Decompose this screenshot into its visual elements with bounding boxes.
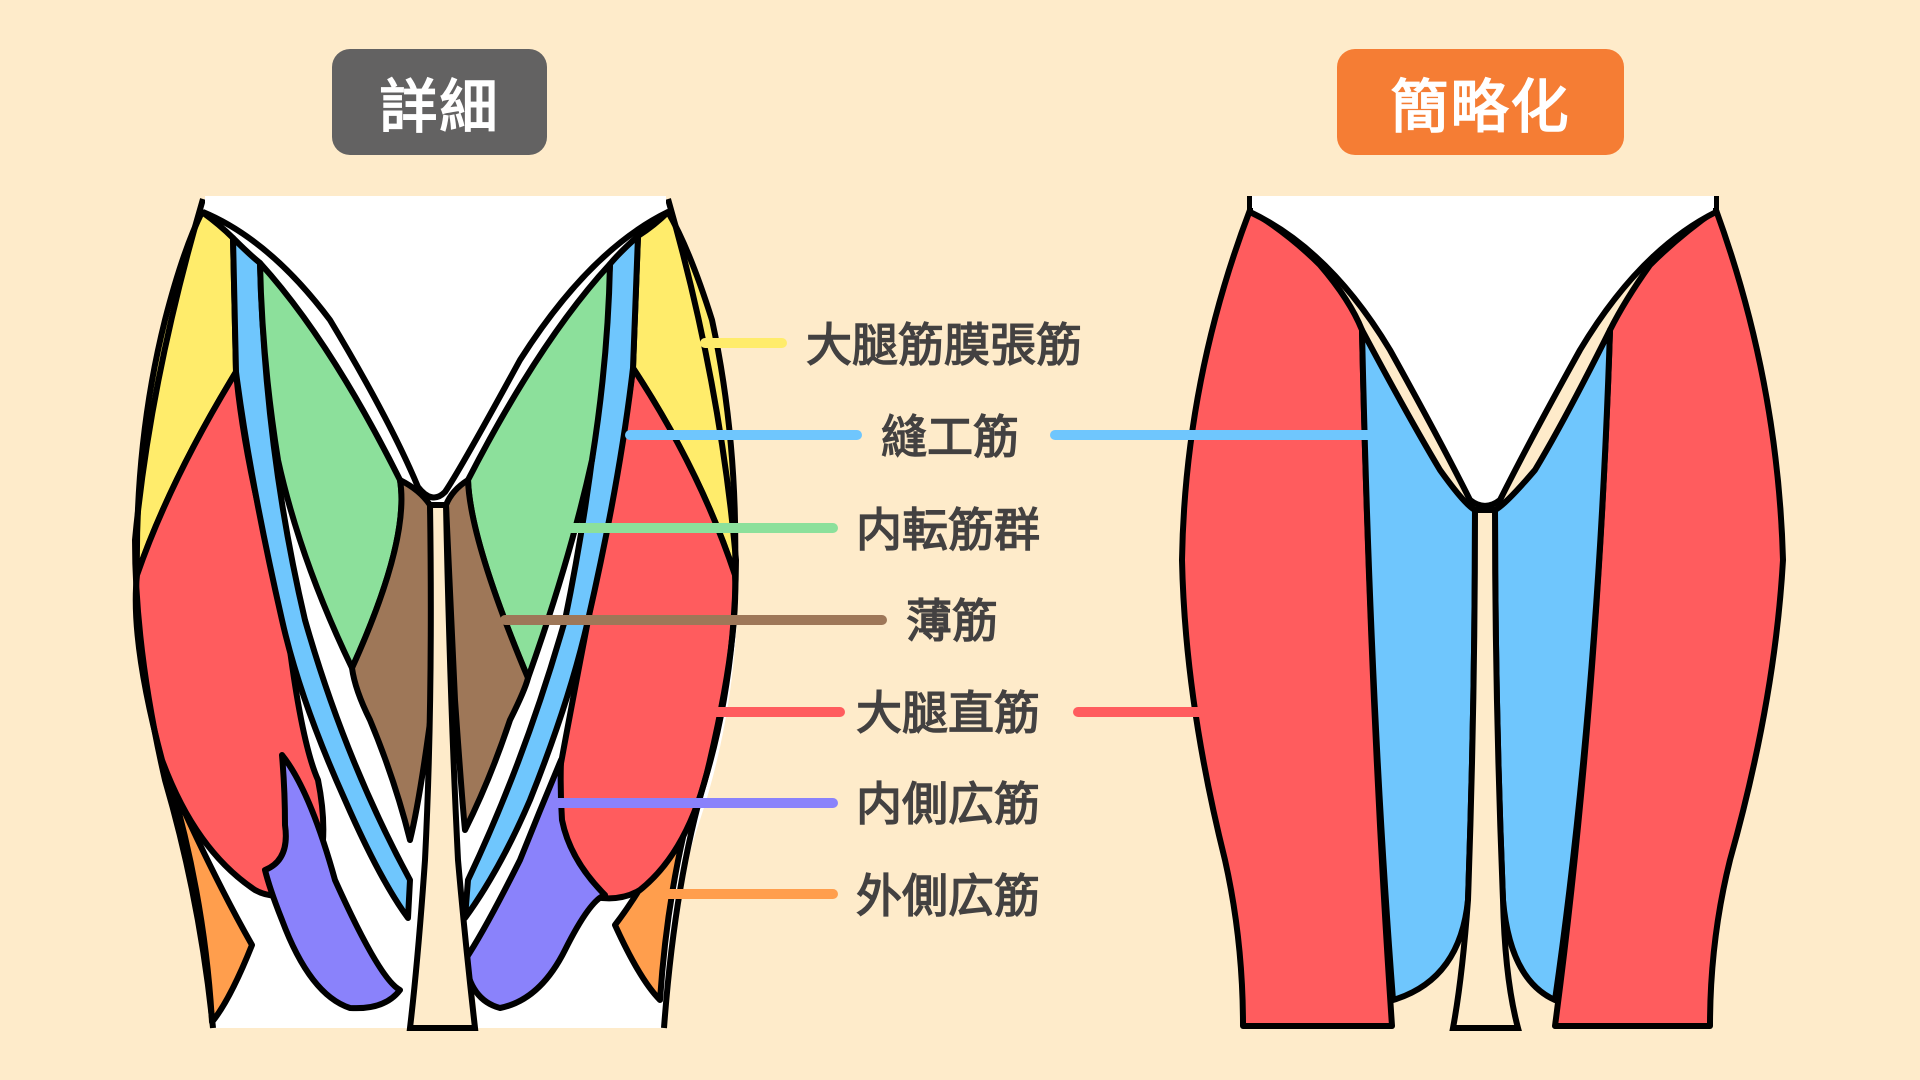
simple-quads-right bbox=[1552, 207, 1786, 1029]
detail-silhouette-outline bbox=[131, 198, 216, 1029]
detail-top-band bbox=[205, 196, 666, 208]
detail-silhouette-outline-right bbox=[661, 198, 740, 1029]
label-vastus-lateralis: 外側広筋 bbox=[856, 869, 1040, 923]
simple-quads-left bbox=[1179, 207, 1395, 1029]
detail-header-text: 詳細 bbox=[379, 73, 500, 141]
detail-header-badge: 詳細 bbox=[332, 49, 547, 155]
simple-crotch bbox=[1247, 196, 1719, 509]
label-gracilis: 薄筋 bbox=[906, 594, 998, 648]
detail-vastus-medialis-left bbox=[262, 752, 403, 1012]
simplified-thigh-figure bbox=[205, 196, 1786, 1031]
simple-top-band bbox=[1252, 196, 1714, 208]
detailed-thigh-figure bbox=[131, 198, 740, 1031]
label-tensor-fasciae-latae: 大腿筋膜張筋 bbox=[806, 318, 1082, 372]
label-rectus-femoris: 大腿直筋 bbox=[856, 686, 1040, 740]
detail-vastus-medialis-right bbox=[462, 757, 608, 1011]
leader-lines bbox=[500, 338, 1375, 899]
detail-center-gap bbox=[406, 502, 479, 1031]
detail-crotch-outline bbox=[201, 209, 670, 501]
label-vastus-medialis: 内側広筋 bbox=[856, 777, 1040, 831]
detail-vastus-lateralis-left bbox=[167, 777, 255, 1025]
label-adductors: 内転筋群 bbox=[856, 503, 1040, 557]
label-sartorius: 縫工筋 bbox=[881, 410, 1019, 464]
simple-center-gap bbox=[1449, 507, 1522, 1031]
simplified-header-text: 簡略化 bbox=[1390, 73, 1571, 141]
simplified-header-badge: 簡略化 bbox=[1337, 49, 1624, 155]
